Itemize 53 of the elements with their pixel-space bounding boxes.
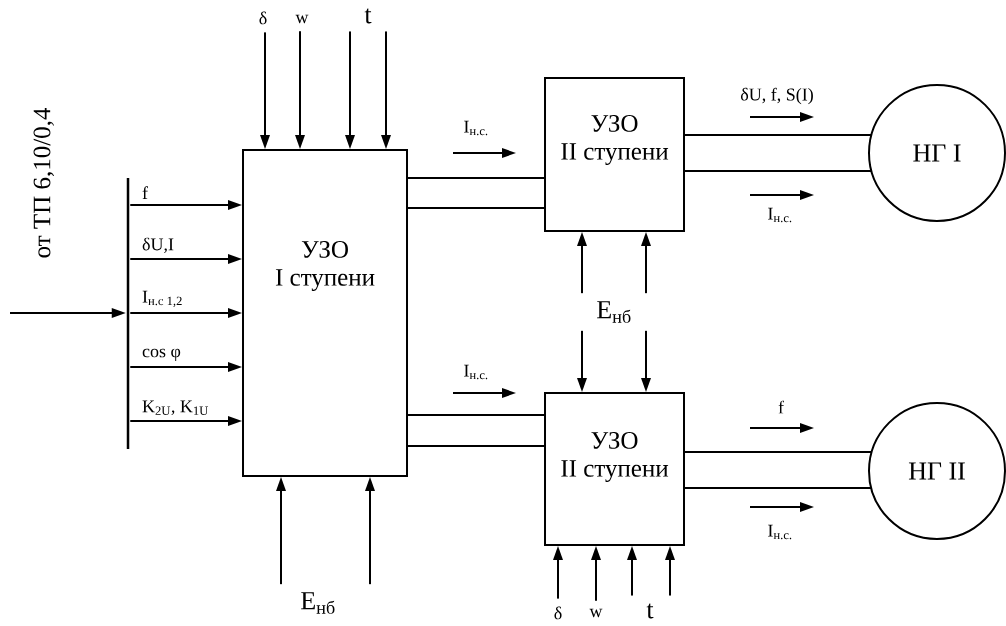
signal-label: t: [646, 603, 654, 619]
arrow: [627, 546, 637, 597]
connector-line: [684, 134, 873, 136]
process-box: УЗО II ступени: [544, 392, 685, 546]
signal-label: δ: [554, 606, 562, 620]
arrow: [260, 31, 270, 149]
arrow: [9, 308, 126, 318]
edge-label: δU,I: [142, 237, 174, 253]
signal-label: I$_{н.с.}$: [464, 364, 488, 380]
arrow: [577, 329, 587, 392]
edge-label: f: [142, 186, 148, 199]
connector-line: [407, 414, 545, 416]
arrow: [641, 329, 651, 392]
arrow: [381, 30, 391, 149]
arrow: [129, 308, 242, 318]
connector-line: [684, 451, 873, 453]
arrow: [665, 546, 675, 597]
arrow: [591, 546, 601, 602]
signal-label: I$_{н.с.}$: [768, 524, 792, 540]
signal-label: δU, f, S(I): [740, 87, 813, 105]
arrow: [641, 232, 651, 295]
arrow: [276, 477, 286, 586]
arrow: [129, 362, 242, 372]
signal-label: w: [589, 608, 603, 618]
connector-line: [684, 487, 873, 489]
process-box: УЗО II ступени: [544, 77, 685, 232]
signal-label: t: [364, 8, 372, 24]
connector-line: [407, 207, 545, 209]
connector-line: [684, 170, 873, 172]
signal-label: E$_{нб}$: [597, 301, 631, 323]
arrow: [129, 200, 242, 210]
edge-label: от ТП 6,10/0,4: [33, 108, 54, 258]
signal-label: f: [778, 400, 784, 414]
process-box: УЗО I ступени: [242, 149, 408, 477]
circle-node: НГ I: [868, 84, 1006, 222]
signal-label: δ: [259, 11, 267, 25]
signal-label: w: [295, 14, 309, 24]
circle-node: НГ II: [868, 402, 1006, 540]
arrow: [295, 30, 305, 149]
signal-label: E$_{нб}$: [301, 592, 335, 614]
arrow: [345, 30, 355, 149]
arrow: [553, 546, 563, 600]
edge-label: K$_{2U}$, K$_{1U}$: [142, 400, 209, 415]
connector-line: [407, 445, 545, 447]
signal-label: I$_{н.с.}$: [768, 207, 792, 223]
edge-label: I$_{н.с 1,2}$: [142, 290, 182, 307]
edge-label: cos φ: [142, 348, 181, 361]
arrow: [365, 477, 375, 586]
arrow: [129, 416, 242, 426]
arrow: [577, 232, 587, 295]
arrow: [129, 254, 242, 264]
signal-label: I$_{н.с.}$: [464, 120, 488, 136]
connector-line: [407, 177, 545, 179]
